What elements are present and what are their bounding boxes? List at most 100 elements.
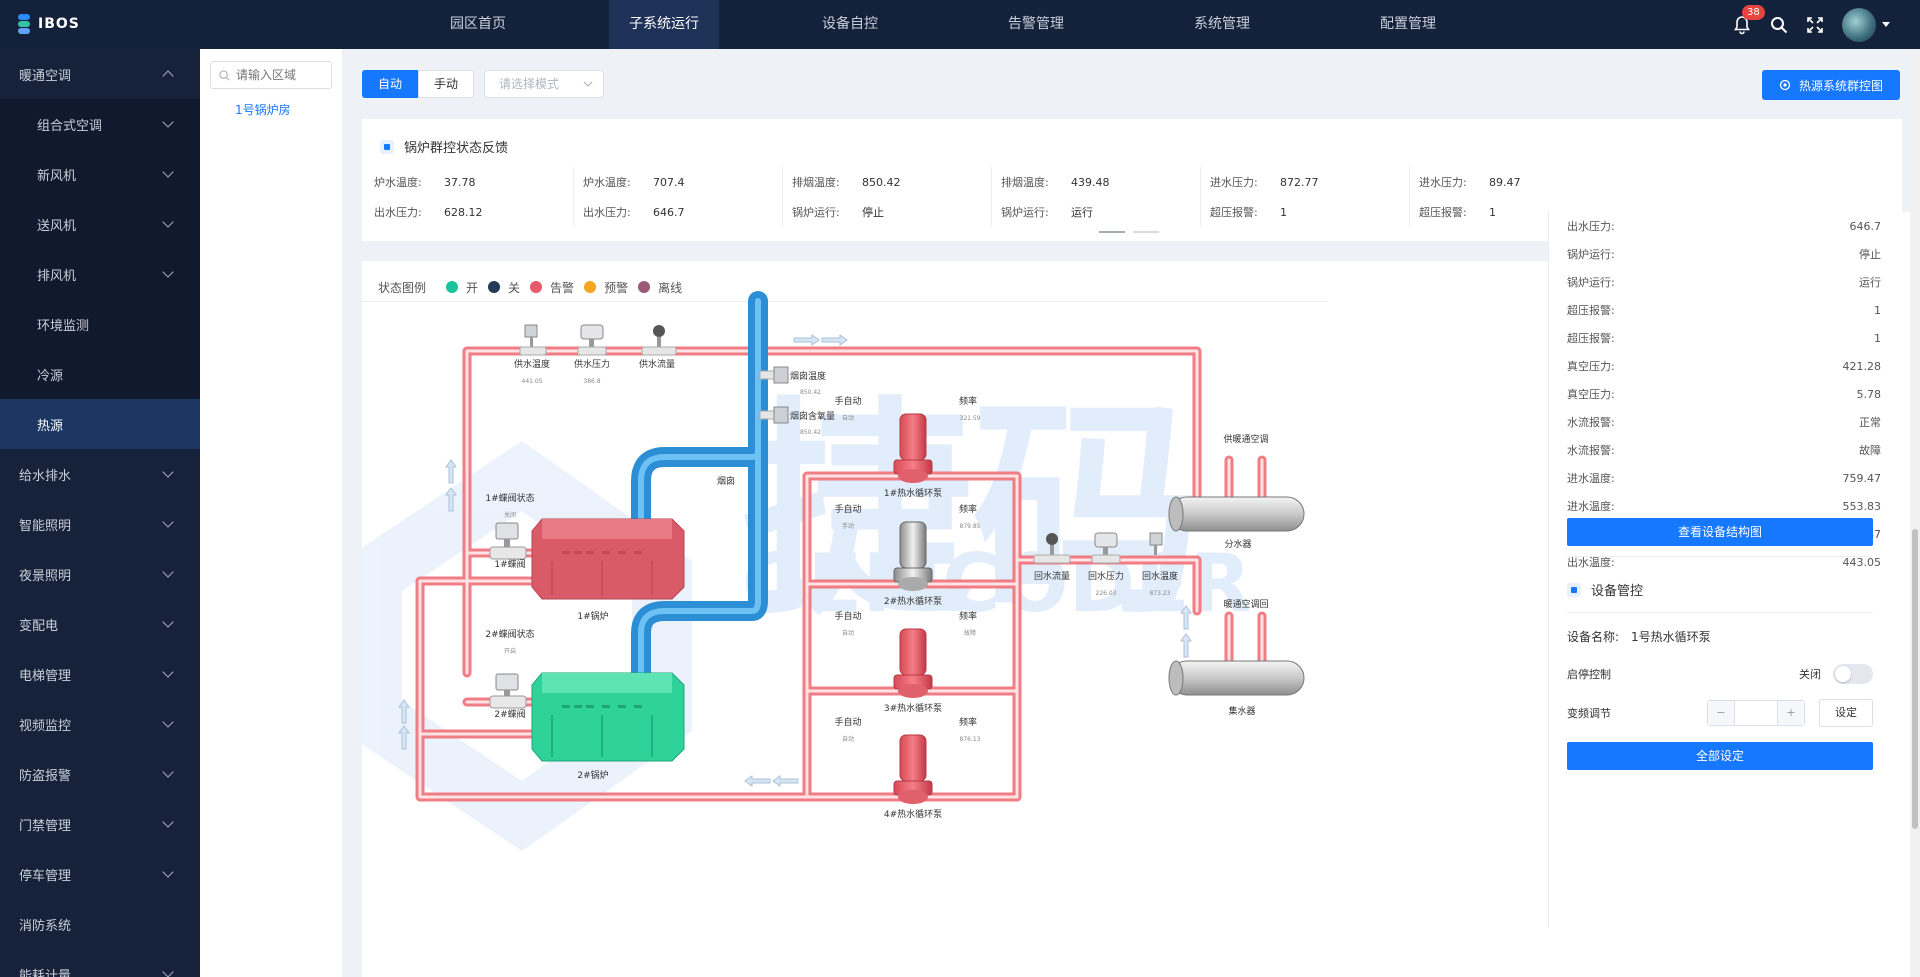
sidebar-item[interactable]: 暖通空调 <box>0 49 200 99</box>
user-menu[interactable] <box>1842 7 1890 42</box>
sidebar-item[interactable]: 排风机 <box>0 249 200 299</box>
sidebar-item[interactable]: 夜景照明 <box>0 549 200 599</box>
frequency-stepper[interactable]: − + <box>1707 700 1805 726</box>
pager-dot[interactable] <box>1099 231 1125 233</box>
sidebar-item-label: 暖通空调 <box>19 68 72 84</box>
region-search[interactable] <box>210 61 332 89</box>
chevron-down-icon <box>162 666 174 678</box>
sidebar-item[interactable]: 送风机 <box>0 199 200 249</box>
search-icon[interactable] <box>1770 16 1788 34</box>
svg-text:捷码: 捷码 <box>742 379 1202 646</box>
svg-text:回水流量: 回水流量 <box>1034 570 1070 582</box>
chevron-down-icon <box>162 516 174 528</box>
status-row: 进水压力:872.77 <box>1210 167 1409 197</box>
flue-temp-sensor[interactable]: 烟囱温度 850.42 <box>759 366 826 396</box>
svg-text:烟囱含氧量: 烟囱含氧量 <box>790 410 835 422</box>
view-device-structure-button[interactable]: 查看设备结构图 <box>1567 518 1873 546</box>
sidebar-item[interactable]: 视频监控 <box>0 699 200 749</box>
detail-value: 553.83 <box>1842 499 1882 513</box>
notification-button[interactable]: 38 <box>1732 4 1765 35</box>
svg-text:暖通空调回: 暖通空调回 <box>1223 598 1268 610</box>
mode-select[interactable]: 请选择模式 <box>484 70 604 98</box>
return-temp-sensor[interactable]: 回水温度 873.23 <box>1142 532 1178 597</box>
detail-value: 421.28 <box>1842 359 1882 373</box>
sidebar-item[interactable]: 电梯管理 <box>0 649 200 699</box>
device-name-value: 1号热水循环泵 <box>1631 630 1711 644</box>
sidebar-item[interactable]: 组合式空调 <box>0 99 200 149</box>
page-scrollbar[interactable] <box>1910 49 1920 977</box>
supply-pressure-sensor[interactable]: 供水压力 386.8 <box>574 324 610 385</box>
valve-1[interactable]: 1#蝶阀状态 关闭 1#蝶阀 <box>485 492 534 570</box>
sidebar-item[interactable]: 智能照明 <box>0 499 200 549</box>
detail-value: 443.05 <box>1842 555 1882 569</box>
nav-alarm[interactable]: 告警管理 <box>1008 16 1064 32</box>
sidebar-item[interactable]: 防盗报警 <box>0 749 200 799</box>
supply-flow-meter[interactable]: 供水流量 <box>639 325 677 370</box>
carousel-pager[interactable] <box>1099 231 1159 233</box>
svg-text:850.42: 850.42 <box>800 429 821 436</box>
status-key: 超压报警: <box>1419 206 1467 219</box>
minus-icon[interactable]: − <box>1708 701 1734 725</box>
nav-subsystem[interactable]: 子系统运行 <box>609 0 719 49</box>
status-row: 超压报警:1 <box>1419 197 1619 227</box>
sidebar-item[interactable]: 环境监测 <box>0 299 200 349</box>
square-icon <box>380 139 394 154</box>
nav-home[interactable]: 园区首页 <box>450 16 506 32</box>
nav-system[interactable]: 系统管理 <box>1194 16 1250 32</box>
scrollbar-thumb[interactable] <box>1912 529 1918 829</box>
legend-dot <box>488 281 501 293</box>
valve-2[interactable]: 2#蝶阀状态 开启 2#蝶阀 <box>485 628 534 720</box>
water-distributor[interactable]: 供暖通空调 分水器 <box>1168 433 1305 550</box>
sidebar-item[interactable]: 变配电 <box>0 599 200 649</box>
sidebar-item[interactable]: 给水排水 <box>0 449 200 499</box>
frequency-input[interactable] <box>1734 701 1778 725</box>
status-value: 707.4 <box>653 175 685 189</box>
status-key: 超压报警: <box>1210 206 1258 219</box>
sidebar-item[interactable]: 新风机 <box>0 149 200 199</box>
boiler-1[interactable]: 1#锅炉 <box>531 518 685 622</box>
svg-text:441.05: 441.05 <box>522 378 543 385</box>
sidebar-item[interactable]: 停车管理 <box>0 849 200 899</box>
sidebar-item[interactable]: 热源 <box>0 399 200 449</box>
status-key: 出水压力: <box>583 206 631 219</box>
nav-device-control[interactable]: 设备自控 <box>822 16 878 32</box>
boiler-2[interactable]: 2#锅炉 <box>531 672 685 781</box>
detail-key: 锅炉运行: <box>1567 248 1615 261</box>
auto-mode-button[interactable]: 自动 <box>362 70 418 98</box>
plus-icon[interactable]: + <box>1778 701 1804 725</box>
set-all-button[interactable]: 全部设定 <box>1567 742 1873 770</box>
detail-key: 水流报警: <box>1567 416 1615 429</box>
svg-text:1#蝶阀: 1#蝶阀 <box>494 558 525 570</box>
pager-dot[interactable] <box>1133 231 1159 233</box>
supply-temp-sensor[interactable]: 供水温度 441.05 <box>514 324 550 385</box>
fullscreen-icon[interactable] <box>1806 16 1824 34</box>
sidebar-item[interactable]: 门禁管理 <box>0 799 200 849</box>
manual-mode-button[interactable]: 手动 <box>418 70 474 98</box>
nav-config[interactable]: 配置管理 <box>1380 16 1436 32</box>
sidebar-item[interactable]: 消防系统 <box>0 899 200 949</box>
status-row: 锅炉运行:运行 <box>1001 197 1200 227</box>
return-flow-meter[interactable]: 回水流量 <box>1033 533 1071 582</box>
water-collector[interactable]: 暖通空调回 集水器 <box>1168 598 1305 717</box>
pump-mode-label: 手自动 <box>834 716 861 728</box>
sidebar-item-label: 热源 <box>37 418 64 434</box>
return-pressure-sensor[interactable]: 回水压力 226.03 <box>1088 532 1124 597</box>
svg-text:供暖通空调: 供暖通空调 <box>1223 433 1268 445</box>
start-stop-toggle[interactable] <box>1833 664 1873 684</box>
chevron-down-icon <box>162 116 174 128</box>
detail-row: 进水温度:759.47 <box>1549 464 1920 492</box>
app-logo[interactable]: IBOS <box>18 12 80 36</box>
region-search-input[interactable] <box>236 68 322 82</box>
sidebar-item[interactable]: 冷源 <box>0 349 200 399</box>
region-item[interactable]: 1号锅炉房 <box>235 103 291 117</box>
sidebar-item[interactable]: 能耗计量 <box>0 949 200 977</box>
heat-source-diagram-button[interactable]: 热源系统群控图 <box>1762 70 1900 100</box>
legend-dot <box>446 281 459 293</box>
flue-oxygen-sensor[interactable]: 烟囱含氧量 850.42 <box>759 406 835 436</box>
set-frequency-button[interactable]: 设定 <box>1819 699 1873 727</box>
